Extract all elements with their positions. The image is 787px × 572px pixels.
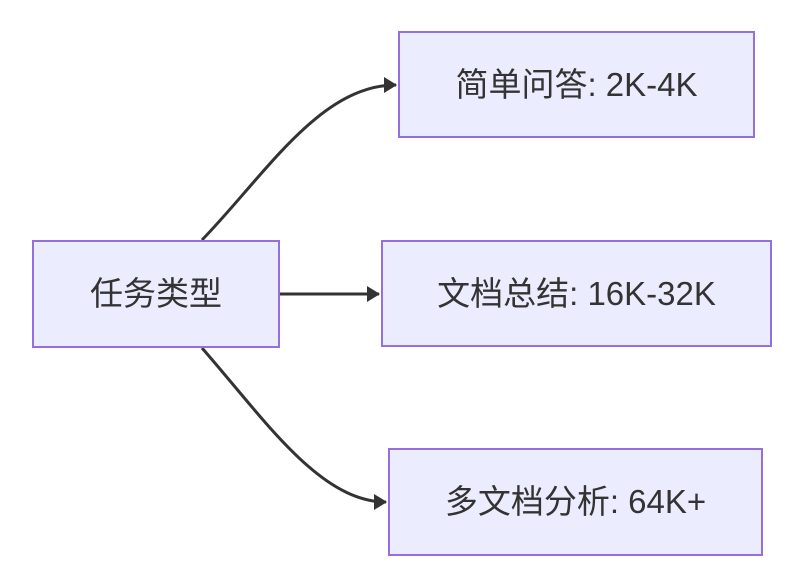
node-task-type-label: 任务类型 [90,275,222,313]
node-multi-doc-analysis-label: 多文档分析: 64K+ [444,483,707,521]
node-multi-doc-analysis: 多文档分析: 64K+ [388,448,763,556]
node-simple-qa-label: 简单问答: 2K-4K [455,65,698,103]
node-simple-qa: 简单问答: 2K-4K [398,31,755,138]
edge-task-type-to-simple-qa [200,77,397,242]
node-task-type: 任务类型 [32,240,280,348]
edge-task-type-to-multi-doc-analysis [200,347,387,510]
node-doc-summary: 文档总结: 16K-32K [381,240,772,347]
node-doc-summary-label: 文档总结: 16K-32K [437,274,716,312]
